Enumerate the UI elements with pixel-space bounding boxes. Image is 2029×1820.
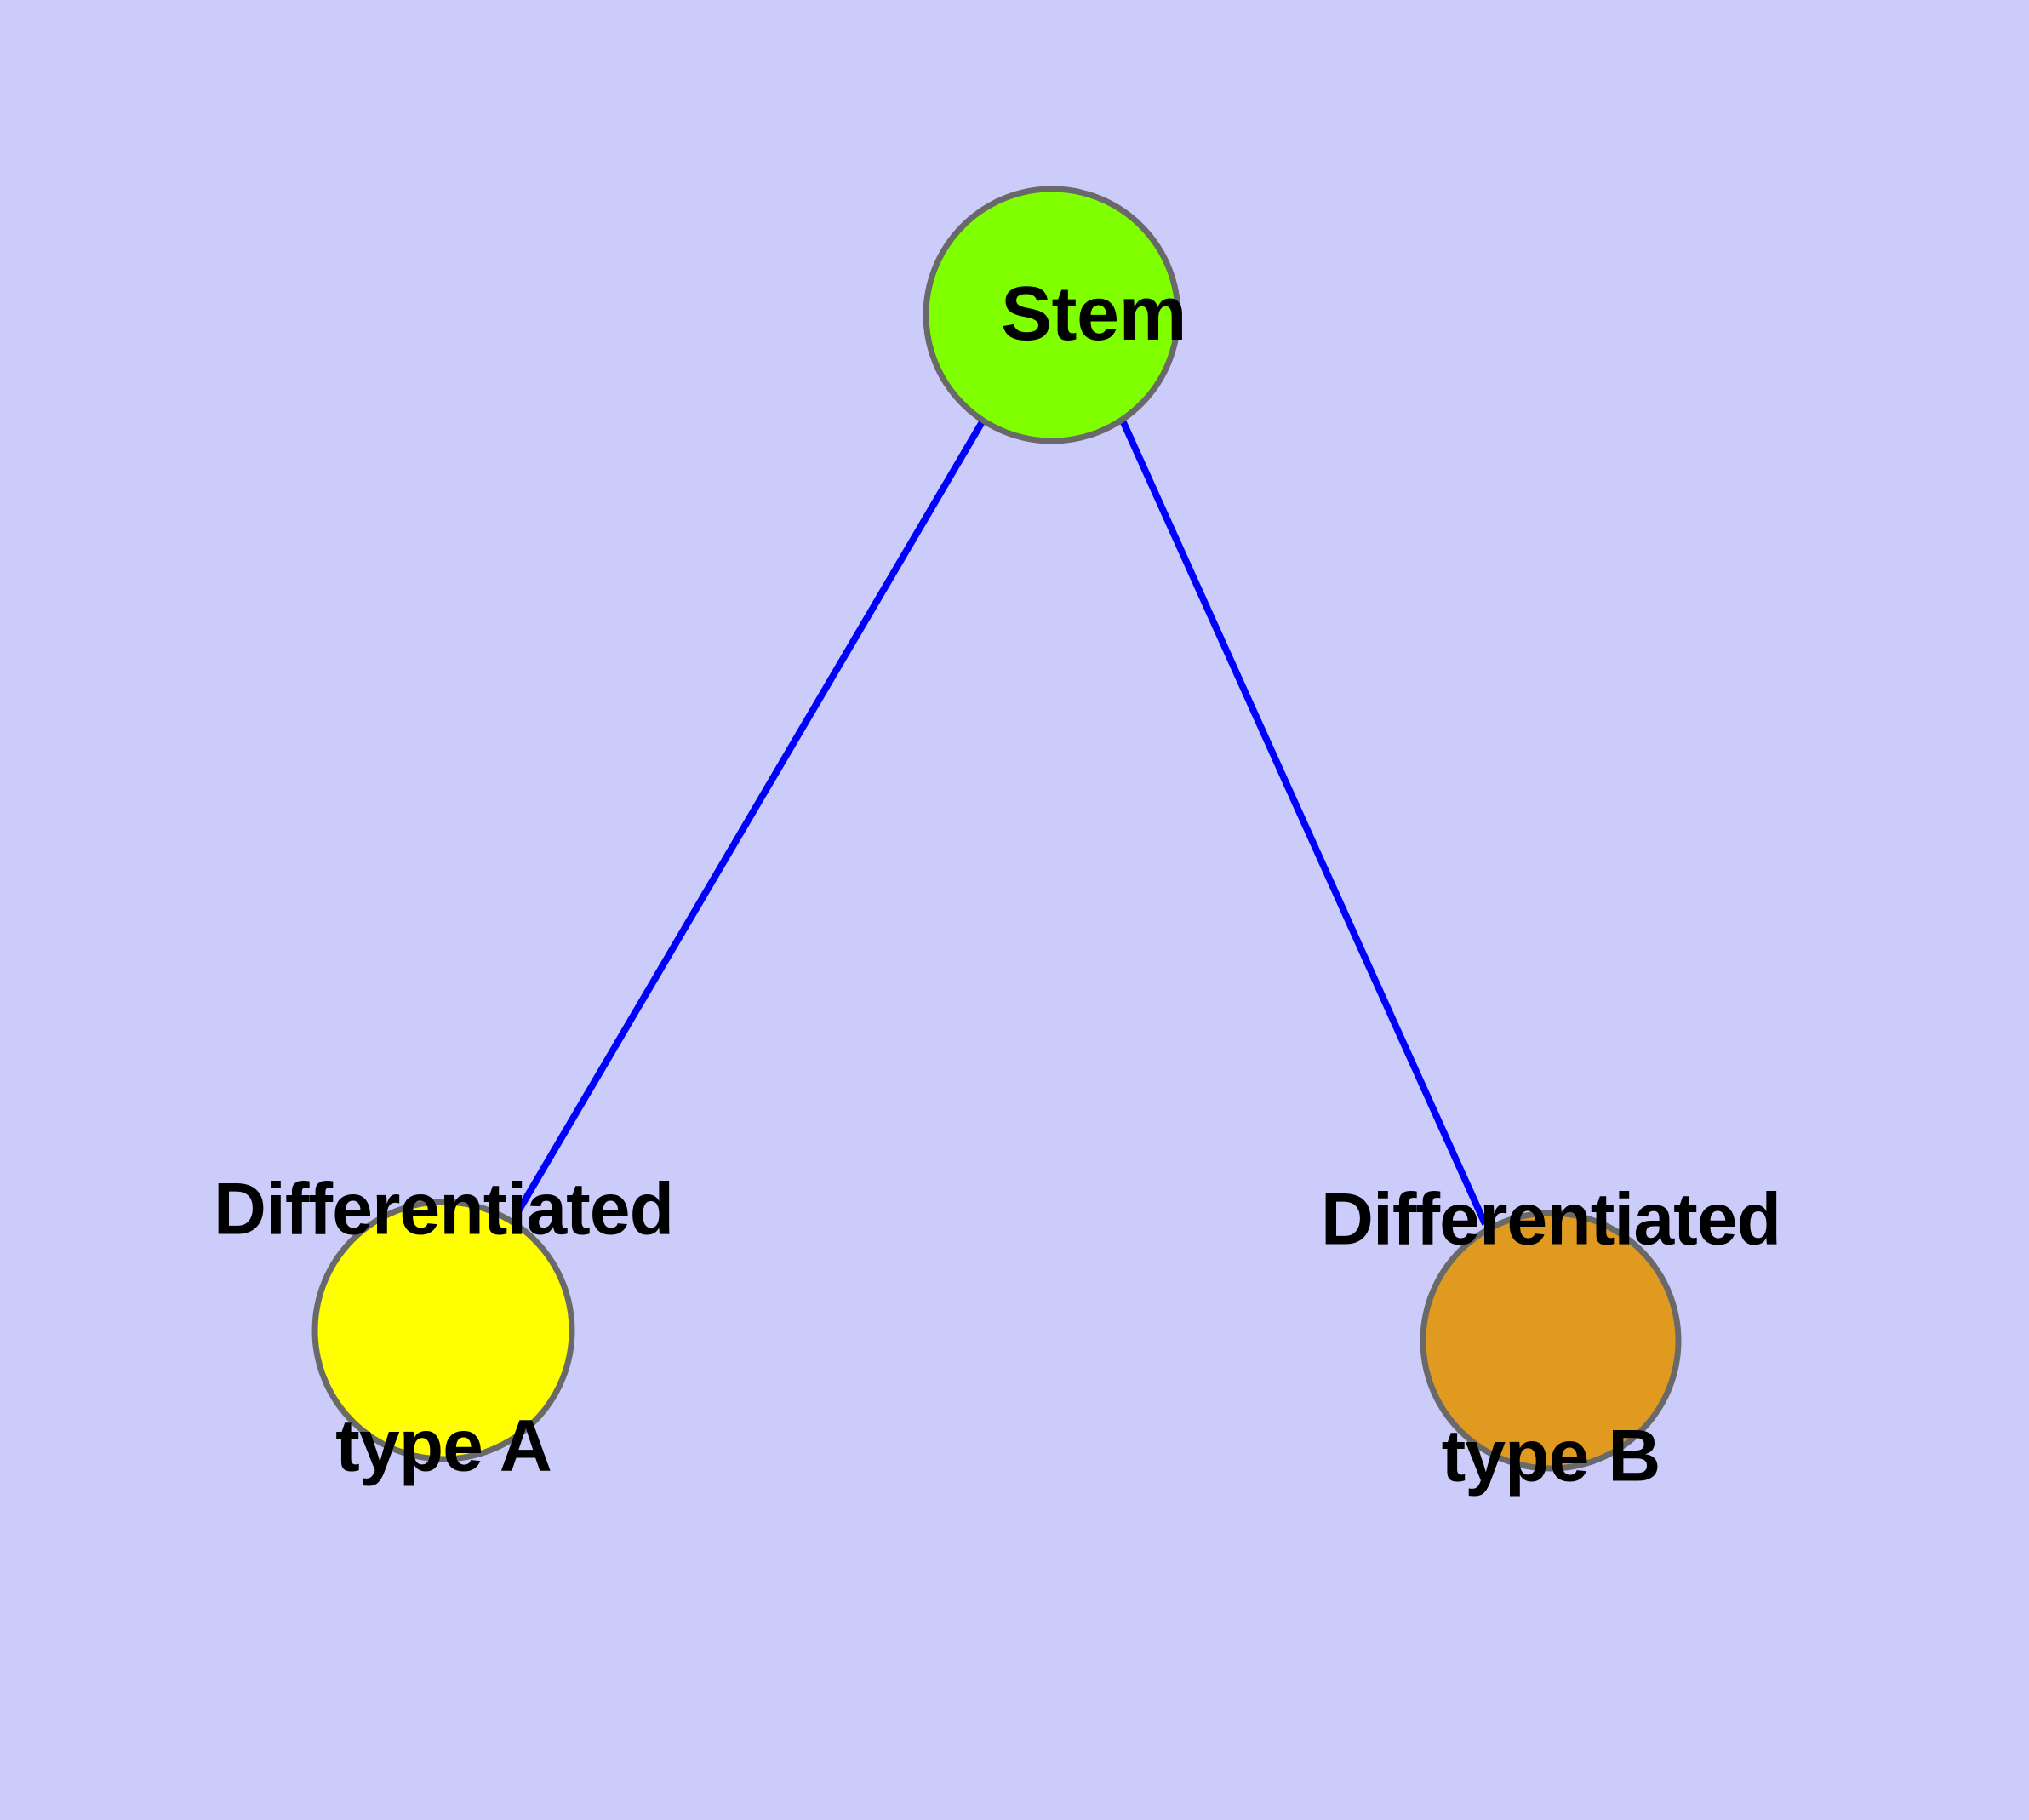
edge-stem-to-differentiated-b[interactable] bbox=[1119, 419, 1489, 1226]
node-differentiated-type-b[interactable] bbox=[1420, 1210, 1682, 1472]
node-stem[interactable] bbox=[923, 186, 1181, 444]
node-group bbox=[311, 186, 1682, 1472]
node-differentiated-type-a[interactable] bbox=[311, 1199, 575, 1462]
edge-stem-to-differentiated-a[interactable] bbox=[512, 418, 986, 1218]
edge-group bbox=[512, 418, 1489, 1226]
